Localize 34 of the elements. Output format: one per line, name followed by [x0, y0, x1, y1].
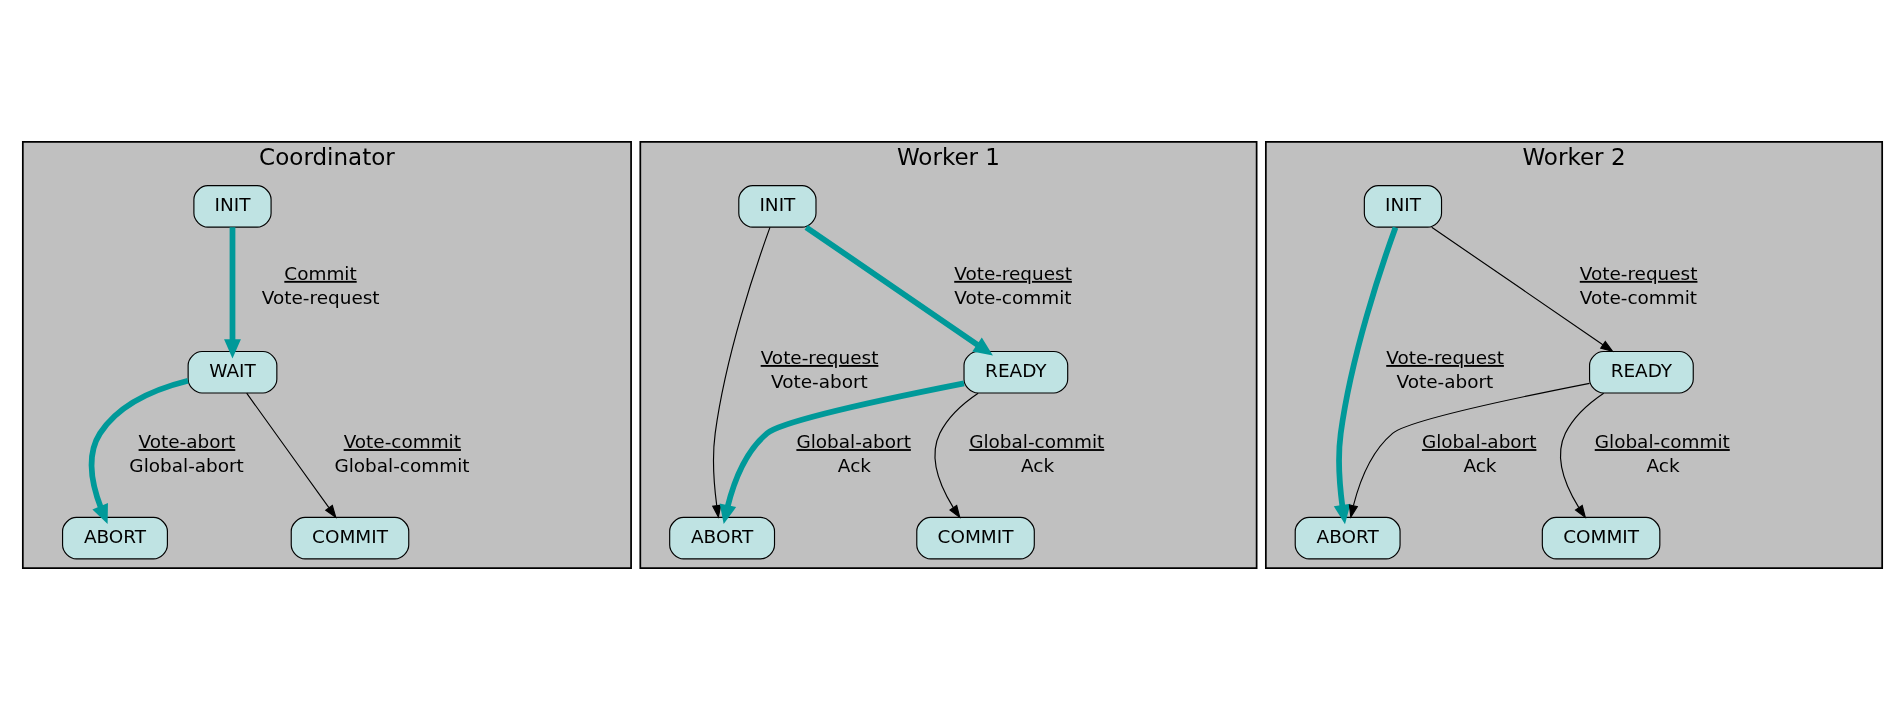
- arrow: [245, 392, 337, 519]
- arrow: [711, 226, 771, 519]
- edge-label: Global-commit Ack: [968, 430, 1104, 476]
- arrow: [1348, 382, 1590, 519]
- node-box: INIT: [1363, 184, 1442, 228]
- edge-label: Global-abort Ack: [795, 430, 911, 476]
- edge-label: Vote-request Vote-abort: [1385, 346, 1504, 392]
- node-box: ABORT: [1294, 516, 1401, 559]
- arrow: [1333, 225, 1398, 524]
- arrow: [88, 377, 189, 524]
- arrow: [1430, 226, 1614, 352]
- edge-label: Global-commit Ack: [1594, 430, 1730, 476]
- node-box: ABORT: [668, 516, 775, 559]
- edge-label: Commit Vote-request: [261, 262, 380, 308]
- node-box: INIT: [737, 184, 817, 228]
- node-box: READY: [1588, 350, 1694, 394]
- edge-label: Vote-request Vote-commit: [953, 262, 1072, 308]
- arrow: [934, 392, 979, 519]
- arrow: [719, 380, 965, 524]
- node-box: COMMIT: [1541, 516, 1660, 559]
- node-box: READY: [962, 350, 1068, 394]
- edge-label: Vote-request Vote-abort: [760, 346, 878, 392]
- arrow: [223, 226, 241, 359]
- node-box: WAIT: [187, 350, 277, 394]
- edge-label: Vote-commit Global-commit: [333, 430, 469, 476]
- edge-label: Vote-request Vote-commit: [1579, 262, 1697, 308]
- node-box: COMMIT: [915, 516, 1035, 559]
- node-box: INIT: [192, 184, 272, 228]
- arrow: [1559, 392, 1604, 519]
- node-box: ABORT: [61, 516, 168, 559]
- arrow: [804, 224, 993, 355]
- node-box: COMMIT: [290, 516, 409, 559]
- edge-label: Vote-abort Global-abort: [128, 430, 244, 476]
- edge-label: Global-abort Ack: [1421, 430, 1536, 476]
